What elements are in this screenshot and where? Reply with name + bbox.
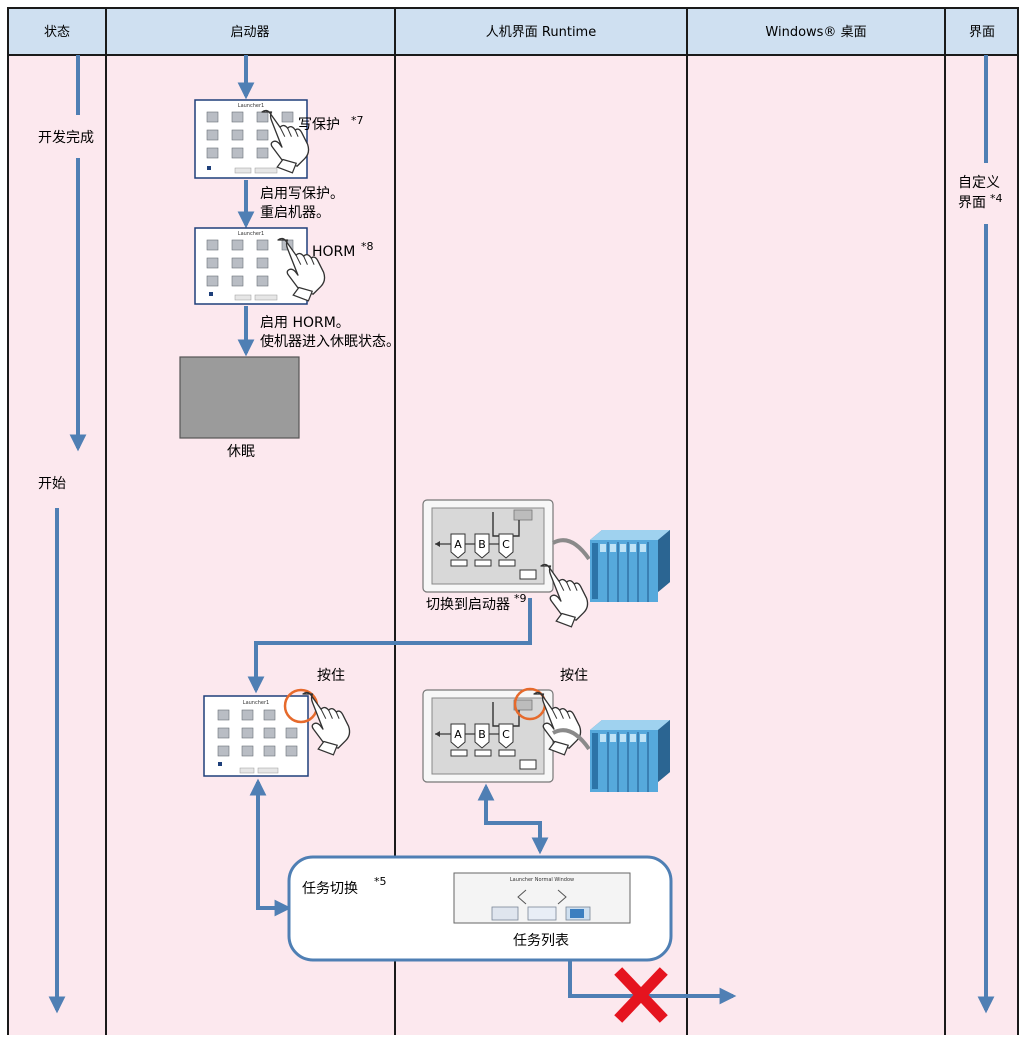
column-header-desktop: Windows® 桌面 [765,25,866,40]
label-enable-horm-1: 启用 HORM。 [260,315,350,331]
column-header-runtime: 人机界面 Runtime [486,25,596,40]
screen-custom-line2: 界面 [958,195,986,211]
label-switch-to-launcher: 切换到启动器 [426,596,510,613]
svg-text:B: B [478,728,486,741]
launcher-title: Launcher1 [238,103,264,109]
header-row: 状态 启动器 人机界面 Runtime Windows® 桌面 界面 [8,8,1018,55]
launcher-screen-3: Launcher1 [204,696,308,776]
column-header-launcher: 启动器 [230,25,269,40]
column-header-state: 状态 [44,25,70,40]
note-write-protect: *7 [351,114,364,127]
runtime-hmi-2: A B C [423,690,553,782]
note-switch: *9 [514,592,527,605]
label-enable-wp-1: 启用写保护。 [260,186,344,202]
state-dev-done: 开发完成 [38,130,94,146]
screen-custom-line1: 自定义 [958,175,1000,191]
label-horm: HORM [312,244,355,260]
screen-custom-note: *4 [990,192,1003,205]
state-start: 开始 [38,476,66,492]
label-press-hold-launcher: 按住 [317,668,345,684]
label-hibernate: 休眠 [227,444,255,460]
runtime-hmi-1: A B C [423,500,553,592]
process-letter-c: C [502,538,510,551]
label-task-switch: 任务切换 [302,880,358,897]
column-header-screen: 界面 [969,25,995,40]
svg-text:Launcher1: Launcher1 [243,700,269,706]
process-letter-b: B [478,538,486,551]
hibernate-screen [180,357,299,438]
label-task-list: 任务列表 [513,933,569,949]
process-letter-a: A [454,538,462,551]
launcher-screen-2: Launcher1 [195,228,307,304]
label-write-protect: 写保护 [298,117,340,133]
label-enable-horm-2: 使机器进入休眠状态。 [260,333,400,350]
svg-text:C: C [502,728,510,741]
note-task-switch: *5 [374,875,387,888]
note-horm: *8 [361,240,374,253]
svg-text:Launcher1: Launcher1 [238,231,264,237]
svg-text:A: A [454,728,462,741]
plc-icon-2 [590,720,670,792]
task-window-title: Launcher Normal Window [510,877,574,883]
label-press-hold-runtime: 按住 [560,668,588,684]
task-list-window: Launcher Normal Window [454,873,630,923]
label-enable-wp-2: 重启机器。 [260,205,330,221]
plc-icon-1 [590,530,670,602]
